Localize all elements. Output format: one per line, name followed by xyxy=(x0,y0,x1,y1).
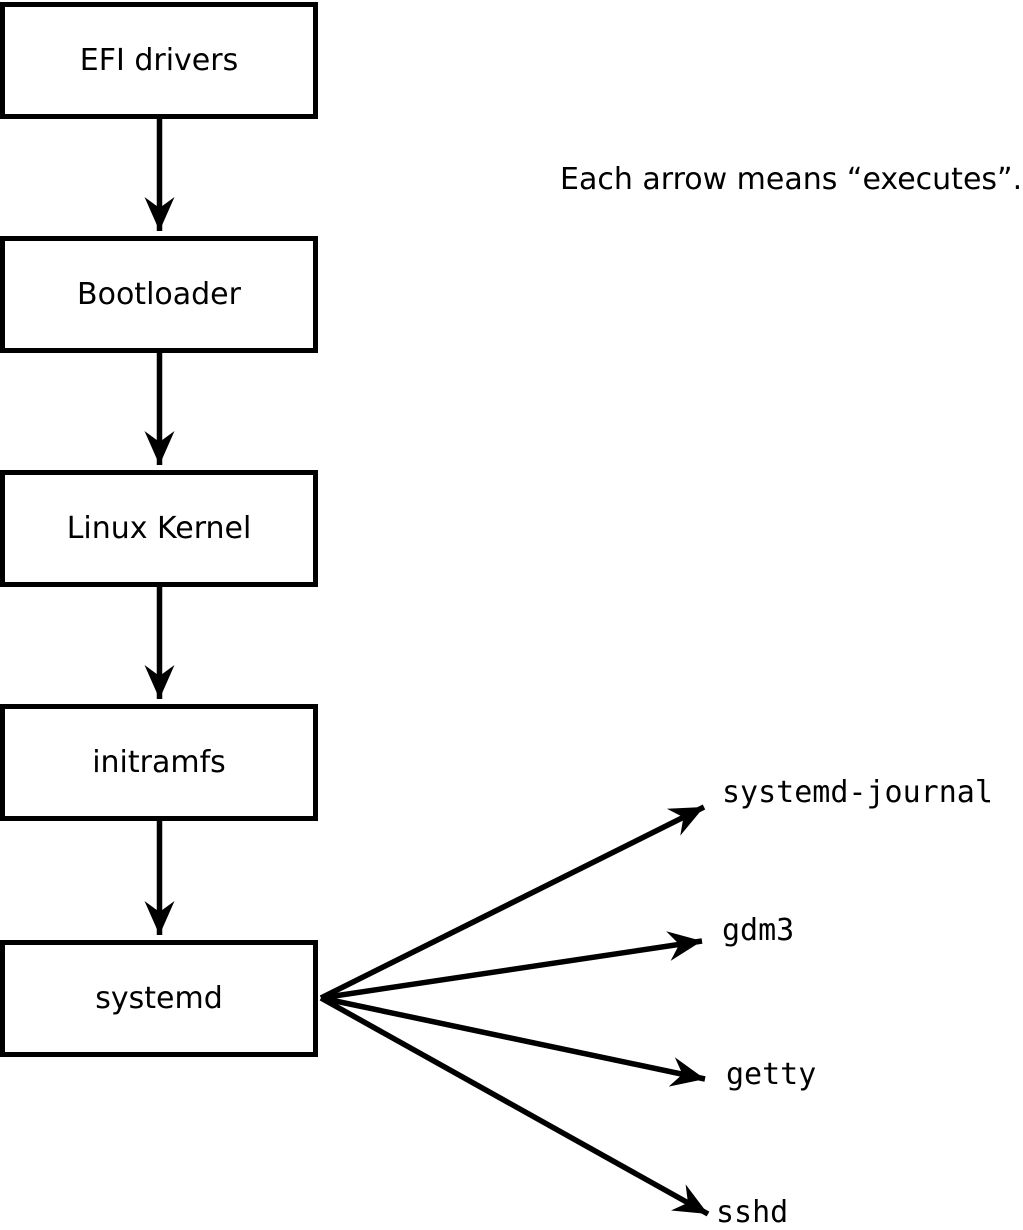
node-systemd-label: systemd xyxy=(95,980,223,1016)
arrow-systemd-to-sshd xyxy=(319,995,710,1217)
target-label-getty: getty xyxy=(726,1057,817,1092)
node-systemd: systemd xyxy=(0,940,318,1057)
arrow-systemd-to-systemd-journal xyxy=(319,804,706,1001)
node-linux-kernel-label: Linux Kernel xyxy=(66,510,252,546)
node-initramfs: initramfs xyxy=(0,704,318,821)
node-bootloader: Bootloader xyxy=(0,236,318,353)
target-label-gdm3: gdm3 xyxy=(722,913,795,948)
target-label-systemd-journal: systemd-journal xyxy=(722,775,993,810)
arrow-systemd-to-getty xyxy=(320,995,706,1087)
diagram-caption: Each arrow means “executes”. xyxy=(560,162,1023,197)
node-bootloader-label: Bootloader xyxy=(77,276,241,312)
node-efi-drivers-label: EFI drivers xyxy=(79,42,239,78)
node-linux-kernel: Linux Kernel xyxy=(0,470,318,587)
node-initramfs-label: initramfs xyxy=(92,744,226,780)
arrow-systemd-to-gdm3 xyxy=(320,931,703,1001)
node-efi-drivers: EFI drivers xyxy=(0,2,318,119)
target-label-sshd: sshd xyxy=(716,1195,789,1230)
